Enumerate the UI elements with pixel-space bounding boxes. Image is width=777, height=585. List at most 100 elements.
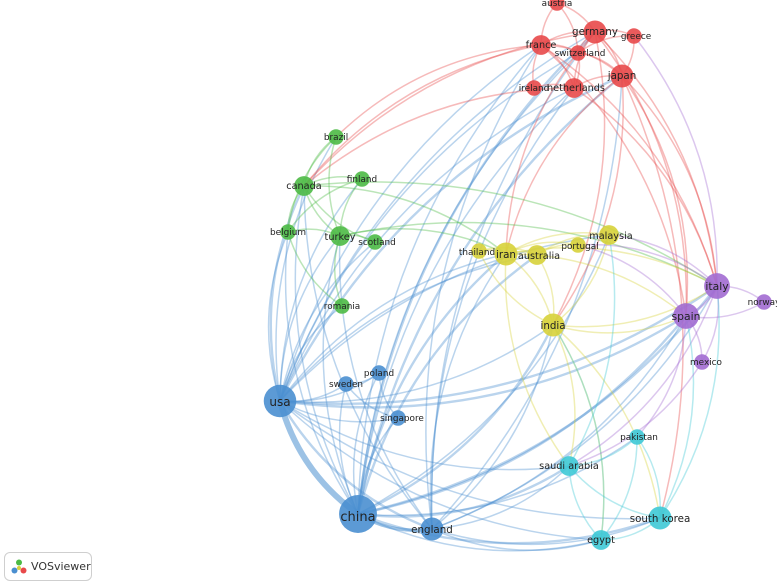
node-label-japan[interactable]: japan: [607, 70, 637, 82]
node-label-ireland[interactable]: ireland: [519, 84, 550, 94]
node-label-norway[interactable]: norway: [748, 298, 777, 308]
node-label-poland[interactable]: poland: [364, 369, 394, 379]
node-label-pakistan[interactable]: pakistan: [620, 433, 658, 443]
edge-spain-pakistan: [636, 315, 687, 438]
node-label-mexico[interactable]: mexico: [690, 358, 722, 368]
node-australia[interactable]: [527, 245, 547, 265]
node-poland[interactable]: [371, 365, 387, 381]
edge-usa-india: [279, 324, 554, 404]
node-netherlands[interactable]: [564, 78, 584, 98]
edge-france-brazil: [335, 44, 542, 138]
node-label-greece[interactable]: greece: [621, 32, 651, 42]
node-norway[interactable]: [756, 294, 772, 310]
node-label-netherlands[interactable]: netherlands: [547, 83, 605, 94]
node-label-austria[interactable]: austria: [542, 0, 573, 9]
edge-england-canada: [303, 185, 433, 530]
node-romania[interactable]: [334, 298, 350, 314]
node-japan[interactable]: [610, 64, 634, 88]
node-label-france[interactable]: france: [526, 40, 557, 51]
edge-italy-saudi-arabia: [568, 285, 718, 467]
edge-usa-netherlands: [279, 87, 575, 402]
edge-england-spain: [431, 315, 687, 530]
node-label-sweden[interactable]: sweden: [329, 380, 363, 390]
node-china[interactable]: [339, 495, 377, 533]
node-austria[interactable]: [549, 0, 565, 11]
node-scotland[interactable]: [367, 234, 383, 250]
node-portugal[interactable]: [570, 237, 586, 253]
node-saudi-arabia[interactable]: [559, 456, 579, 476]
node-label-malaysia[interactable]: malaysia: [589, 231, 632, 242]
node-label-england[interactable]: england: [411, 524, 453, 536]
edge-usa-germany: [279, 31, 596, 402]
node-england[interactable]: [420, 517, 444, 541]
node-label-saudi-arabia[interactable]: saudi arabia: [539, 461, 599, 472]
edge-iran-india: [505, 253, 554, 326]
node-label-belgium[interactable]: belgium: [270, 228, 306, 238]
edge-england-india: [431, 324, 554, 530]
edge-usa-canada: [269, 185, 306, 402]
node-switzerland[interactable]: [570, 45, 586, 61]
vosviewer-badge[interactable]: VOSviewer: [4, 552, 92, 581]
node-malaysia[interactable]: [599, 225, 619, 245]
edge-china-switzerland: [357, 52, 579, 515]
node-label-scotland[interactable]: scotland: [358, 238, 396, 248]
node-label-turkey[interactable]: turkey: [325, 232, 356, 243]
node-brazil[interactable]: [328, 129, 344, 145]
edge-england-saudi-arabia: [431, 465, 570, 530]
node-label-canada[interactable]: canada: [286, 181, 321, 192]
edge-iran-saudi-arabia: [504, 253, 570, 467]
node-germany[interactable]: [583, 20, 607, 44]
node-label-india[interactable]: india: [540, 320, 565, 332]
edge-saudi-arabia-egypt: [568, 465, 602, 541]
edge-japan-south-korea: [621, 75, 684, 519]
node-label-brazil[interactable]: brazil: [324, 133, 348, 143]
node-south-korea[interactable]: [648, 506, 672, 530]
node-belgium[interactable]: [280, 224, 296, 240]
node-pakistan[interactable]: [629, 429, 645, 445]
vosviewer-badge-label: VOSviewer: [31, 560, 91, 573]
edge-south-korea-pakistan: [636, 436, 662, 519]
node-label-singapore[interactable]: singapore: [380, 414, 424, 424]
edge-france-spain: [540, 44, 687, 317]
node-greece[interactable]: [626, 28, 642, 44]
node-france[interactable]: [531, 35, 551, 55]
node-sweden[interactable]: [338, 376, 354, 392]
edge-south-korea-italy: [659, 285, 720, 519]
node-label-iran[interactable]: iran: [496, 249, 516, 261]
node-usa[interactable]: [263, 384, 297, 418]
node-spain[interactable]: [673, 303, 699, 329]
node-label-spain[interactable]: spain: [672, 310, 701, 323]
node-canada[interactable]: [294, 176, 314, 196]
node-ireland[interactable]: [526, 80, 542, 96]
node-label-portugal[interactable]: portugal: [561, 242, 598, 252]
node-label-china[interactable]: china: [340, 510, 375, 525]
node-turkey[interactable]: [330, 226, 350, 246]
node-finland[interactable]: [354, 171, 370, 187]
edge-england-japan: [431, 75, 623, 530]
node-label-italy[interactable]: italy: [705, 280, 729, 293]
edge-china-italy: [357, 285, 718, 516]
nodes-layer: [263, 0, 772, 550]
node-label-finland[interactable]: finland: [347, 175, 377, 185]
node-label-thailand[interactable]: thailand: [459, 248, 495, 258]
node-thailand[interactable]: [471, 243, 487, 259]
node-egypt[interactable]: [591, 530, 611, 550]
node-italy[interactable]: [704, 273, 730, 299]
node-india[interactable]: [541, 313, 565, 337]
node-label-egypt[interactable]: egypt: [587, 535, 615, 546]
node-mexico[interactable]: [694, 354, 710, 370]
node-label-australia[interactable]: australia: [518, 251, 560, 262]
node-iran[interactable]: [494, 242, 518, 266]
edge-india-saudi-arabia: [552, 324, 576, 467]
edge-usa-france: [279, 44, 542, 402]
node-label-usa[interactable]: usa: [269, 395, 290, 409]
edge-japan-iran: [505, 75, 623, 255]
node-label-switzerland[interactable]: switzerland: [555, 49, 606, 59]
node-singapore[interactable]: [390, 410, 406, 426]
node-label-romania[interactable]: romania: [324, 302, 361, 312]
node-label-south-korea[interactable]: south korea: [630, 513, 691, 525]
node-label-germany[interactable]: germany: [572, 26, 618, 38]
edge-belgium-romania: [287, 231, 343, 307]
